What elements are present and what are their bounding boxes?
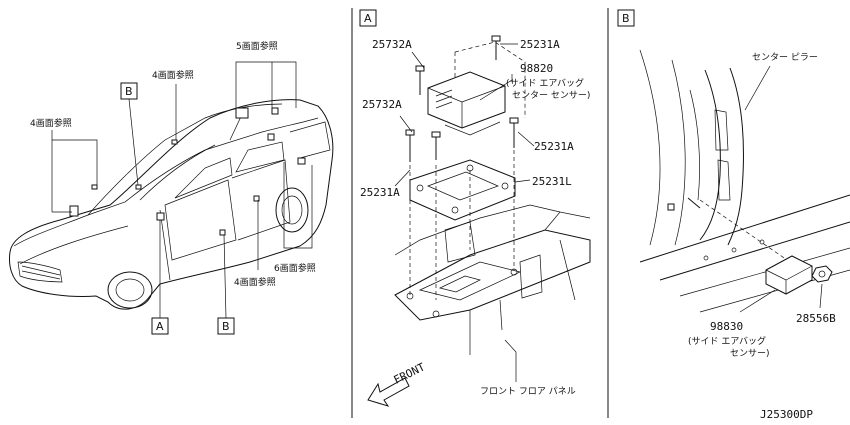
part-28556B: 28556B — [796, 312, 836, 325]
marker-a-bottom-box — [151, 317, 169, 335]
car-illustration — [9, 99, 334, 310]
marker-b-bottom: B — [222, 320, 230, 333]
ref-label-4-top: 4画面参照 — [152, 69, 194, 81]
part-25732A-top: 25732A — [372, 38, 412, 51]
part-98820-desc-2: センター センサー) — [512, 90, 590, 101]
ref-label-4-left: 4画面参照 — [30, 117, 72, 129]
part-98820-desc-1: (サイド エアバッグ — [506, 77, 584, 89]
panel-a-drawing — [367, 35, 591, 407]
part-25231A-right: 25231A — [534, 140, 574, 153]
marker-b-bottom-box — [217, 317, 235, 335]
view-label-a: A — [364, 12, 372, 25]
ref-label-5: 5画面参照 — [236, 40, 278, 52]
part-98830-desc-1: (サイド エアバッグ — [688, 335, 766, 347]
diagram-code: J25300DP — [760, 408, 813, 421]
part-25231L: 25231L — [532, 175, 572, 188]
part-25231A-top: 25231A — [520, 38, 560, 51]
view-b-box — [617, 9, 635, 27]
view-label-b: B — [622, 12, 630, 25]
front-label: FRONT — [392, 360, 428, 386]
panel-b-drawing — [639, 49, 850, 313]
part-25231A-left: 25231A — [360, 186, 400, 199]
view-a-box — [359, 9, 377, 27]
ref-label-6: 6画面参照 — [274, 262, 316, 274]
floor-panel-label: フロント フロア パネル — [480, 386, 576, 397]
center-pillar-label: センター ピラー — [752, 52, 818, 63]
ref-label-4-bottom: 4画面参照 — [234, 276, 276, 288]
marker-a-bottom: A — [156, 320, 164, 333]
part-98830: 98830 — [710, 320, 743, 333]
left-callouts — [51, 61, 313, 335]
part-25732A-mid: 25732A — [362, 98, 402, 111]
part-98830-desc-2: センサー) — [730, 348, 770, 359]
marker-b-top: B — [125, 85, 133, 98]
part-98820: 98820 — [520, 62, 553, 75]
